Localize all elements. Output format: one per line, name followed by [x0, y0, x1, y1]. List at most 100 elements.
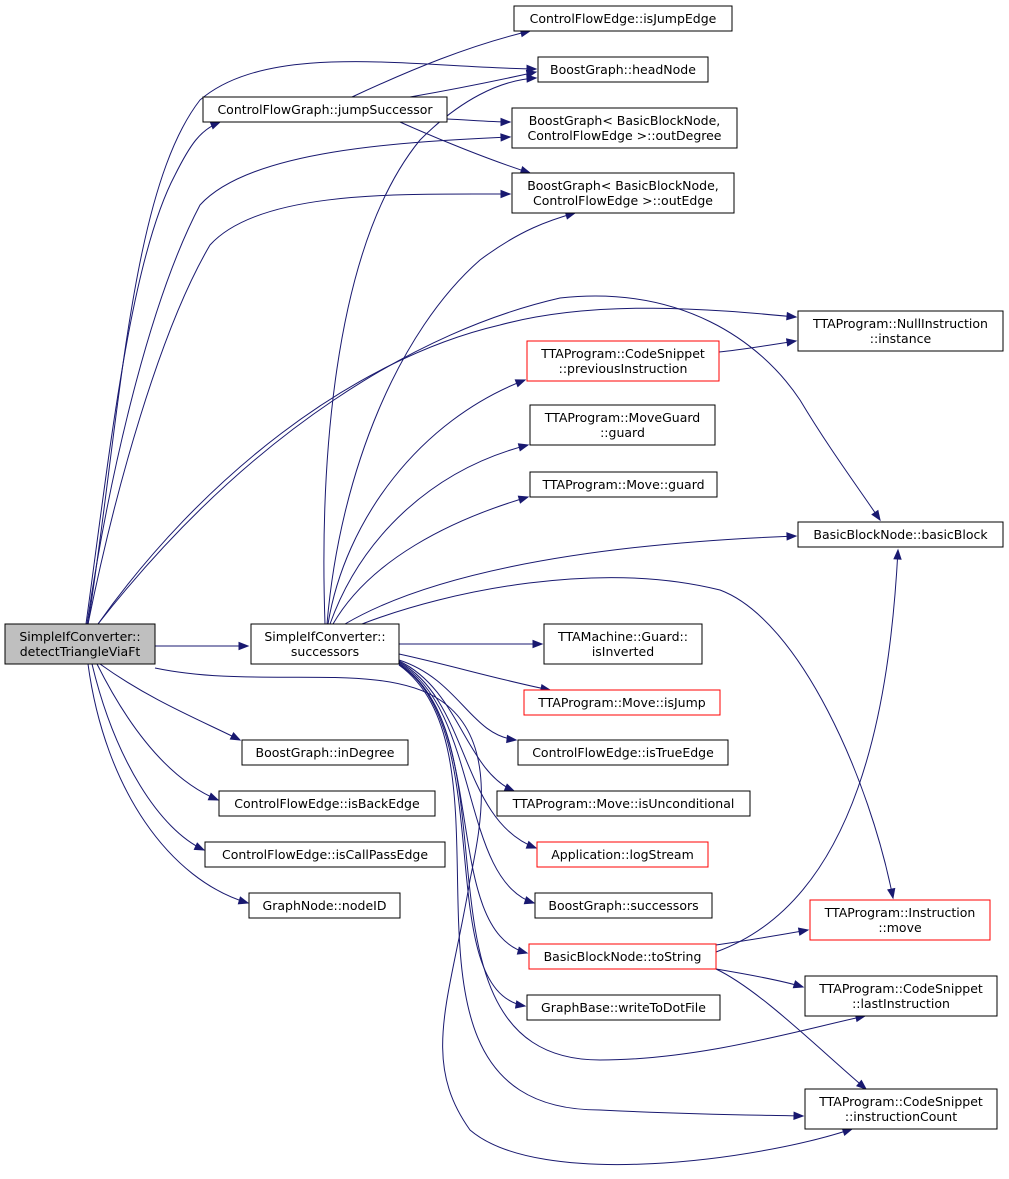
arrowhead-icon — [792, 980, 805, 989]
arrowhead-icon — [506, 734, 518, 744]
edge-line — [326, 212, 576, 625]
function-node-jumpSuccessor[interactable]: ControlFlowGraph::jumpSuccessor — [202, 96, 448, 123]
function-node-isInverted[interactable]: TTAMachine::Guard::isInverted — [543, 623, 703, 665]
function-node-moveGuard[interactable]: TTAProgram::Move::guard — [529, 471, 718, 498]
function-node-toString[interactable]: BasicBlockNode::toString — [528, 943, 717, 970]
function-node-successors[interactable]: SimpleIfConverter::successors — [250, 623, 400, 665]
function-node-outDegree[interactable]: BoostGraph< BasicBlockNode,ControlFlowEd… — [511, 107, 738, 149]
call-edge-toString-to-lastInstruction — [715, 968, 805, 989]
node-box — [528, 943, 717, 970]
node-label: TTAProgram::CodeSnippet — [818, 1094, 983, 1109]
call-edge-jumpSuccessor-to-outDegree — [446, 117, 512, 127]
call-edge-toString-to-instructionCount — [715, 968, 868, 1090]
arrowhead-icon — [209, 121, 222, 130]
edge-line — [91, 663, 205, 851]
node-label: ControlFlowEdge >::outDegree — [527, 128, 721, 143]
node-box — [526, 994, 721, 1021]
function-node-isBackEdge[interactable]: ControlFlowEdge::isBackEdge — [218, 790, 436, 817]
call-edge-nullInstance-to-basicBlock — [97, 295, 881, 625]
arrowhead-icon — [797, 927, 810, 936]
edge-line — [361, 577, 894, 899]
call-edge-previousInstruction-to-nullInstance — [718, 338, 798, 353]
node-box — [511, 107, 738, 149]
function-node-headNode[interactable]: BoostGraph::headNode — [537, 56, 709, 83]
call-edge-root-to-nodeID — [87, 663, 250, 905]
edge-line — [398, 660, 515, 792]
node-box — [526, 340, 720, 382]
call-edge-root-to-isBackEdge — [96, 663, 220, 801]
node-label: ::instructionCount — [845, 1109, 957, 1124]
function-node-inDegree[interactable]: BoostGraph::inDegree — [241, 739, 409, 766]
function-node-moveGuardGuard[interactable]: TTAProgram::MoveGuard::guard — [529, 404, 716, 446]
edge-line — [323, 77, 537, 625]
node-label: ::previousInstruction — [559, 361, 688, 376]
call-edge-root-to-inDegree — [99, 663, 242, 741]
arrowhead-icon — [871, 509, 881, 522]
call-edge-root-to-nullInstance — [97, 307, 798, 625]
node-box — [517, 739, 729, 766]
arrowhead-icon — [207, 792, 220, 801]
edge-line — [87, 61, 537, 625]
function-node-isTrueEdge[interactable]: ControlFlowEdge::isTrueEdge — [517, 739, 729, 766]
edge-line — [399, 121, 531, 174]
function-node-outEdge[interactable]: BoostGraph< BasicBlockNode,ControlFlowEd… — [511, 172, 735, 214]
arrowhead-icon — [523, 896, 536, 905]
function-node-isCallPassEdge[interactable]: ControlFlowEdge::isCallPassEdge — [204, 841, 446, 868]
call-edge-successors-to-previousInstruction — [327, 379, 527, 625]
call-edge-successors-to-writeToDotFile — [398, 663, 527, 1009]
arrowhead-icon — [525, 840, 538, 849]
node-label: ControlFlowEdge::isTrueEdge — [532, 745, 714, 760]
node-box — [809, 899, 991, 941]
node-label: ControlFlowGraph::jumpSuccessor — [217, 102, 433, 117]
node-box — [248, 892, 401, 919]
node-label: BoostGraph< BasicBlockNode, — [529, 113, 721, 128]
call-edge-successors-to-moveGuardGuard — [329, 443, 530, 625]
edge-line — [351, 30, 531, 98]
edge-line — [718, 340, 797, 353]
node-label: ::lastInstruction — [852, 996, 950, 1011]
function-node-bgSuccessors[interactable]: BoostGraph::successors — [534, 892, 713, 919]
edge-line — [99, 663, 241, 741]
function-node-isJumpEdge[interactable]: ControlFlowEdge::isJumpEdge — [513, 5, 733, 32]
function-node-isJump[interactable]: TTAProgram::Move::isJump — [523, 689, 721, 716]
call-edge-root-to-successors — [155, 641, 250, 651]
edge-line — [398, 663, 526, 1007]
node-label: BoostGraph< BasicBlockNode, — [527, 178, 719, 193]
node-label: TTAProgram::Move::isUnconditional — [512, 796, 735, 811]
arrowhead-icon — [237, 896, 250, 905]
function-node-previousInstruction[interactable]: TTAProgram::CodeSnippet::previousInstruc… — [526, 340, 720, 382]
edge-line — [87, 193, 511, 625]
function-node-isUnconditional[interactable]: TTAProgram::Move::isUnconditional — [496, 790, 751, 817]
function-node-lastInstruction[interactable]: TTAProgram::CodeSnippet::lastInstruction — [804, 975, 998, 1017]
node-label: TTAProgram::Instruction — [824, 905, 976, 920]
node-label: ControlFlowEdge::isJumpEdge — [530, 11, 717, 26]
edge-line — [715, 929, 809, 946]
node-label: TTAMachine::Guard:: — [557, 629, 688, 644]
node-label: SimpleIfConverter:: — [19, 629, 140, 644]
node-box — [534, 892, 713, 919]
arrowhead-icon — [526, 74, 538, 83]
node-label: TTAProgram::CodeSnippet — [818, 981, 983, 996]
node-box — [511, 172, 735, 214]
arrowhead-icon — [793, 1111, 805, 1121]
function-node-writeToDotFile[interactable]: GraphBase::writeToDotFile — [526, 994, 721, 1021]
arrowhead-icon — [532, 639, 544, 649]
edge-line — [398, 662, 535, 904]
node-label: GraphBase::writeToDotFile — [541, 1000, 706, 1015]
function-node-instrMove[interactable]: TTAProgram::Instruction::move — [809, 899, 991, 941]
node-label: ControlFlowEdge >::outEdge — [533, 193, 713, 208]
node-label: TTAProgram::MoveGuard — [544, 410, 700, 425]
node-box — [204, 841, 446, 868]
edge-line — [327, 379, 526, 625]
function-node-nullInstance[interactable]: TTAProgram::NullInstruction::instance — [797, 310, 1004, 352]
function-node-basicBlock[interactable]: BasicBlockNode::basicBlock — [797, 521, 1004, 548]
function-node-logStream[interactable]: Application::logStream — [536, 841, 709, 868]
function-node-root: SimpleIfConverter::detectTriangleViaFt — [4, 623, 156, 665]
node-label: TTAProgram::Move::isJump — [537, 695, 706, 710]
function-node-instructionCount[interactable]: TTAProgram::CodeSnippet::instructionCoun… — [804, 1088, 998, 1130]
arrowhead-icon — [516, 946, 529, 955]
function-node-nodeID[interactable]: GraphNode::nodeID — [248, 892, 401, 919]
call-edge-root-to-outDegree — [86, 133, 512, 625]
node-box — [523, 689, 721, 716]
